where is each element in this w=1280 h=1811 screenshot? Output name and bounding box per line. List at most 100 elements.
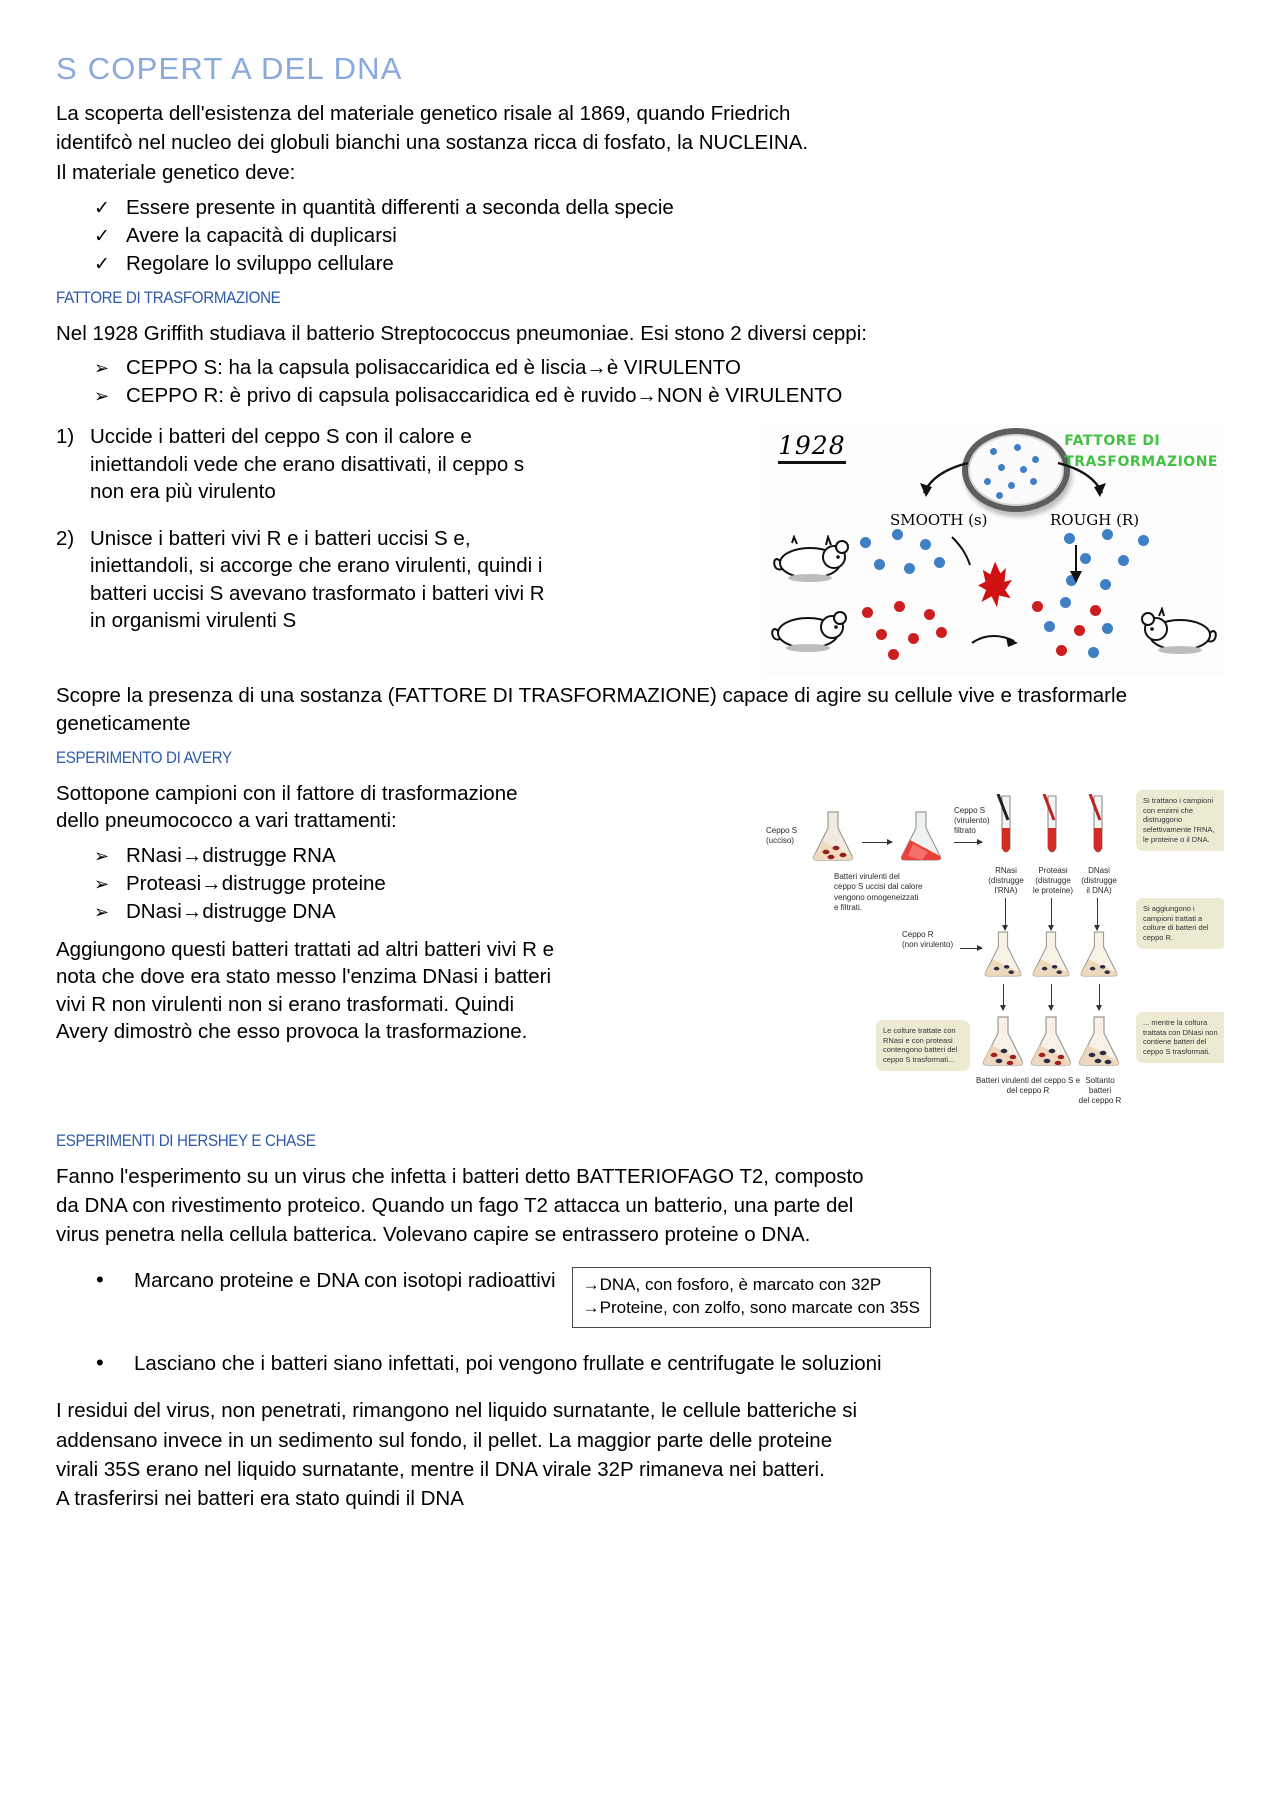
flask-r-1-icon: [984, 931, 1022, 977]
blue-bacteria-dots-left: [858, 529, 966, 585]
label-result-center: Batteri virulenti del ceppo S e del cepp…: [975, 1075, 1081, 1095]
section1-conclusion: Scopre la presenza di una sostanza (FATT…: [56, 682, 1224, 737]
list-item-label: Avere la capacità di duplicarsi: [126, 223, 397, 247]
list-item-label: CEPPO S: ha la capsula polisaccaridica e…: [126, 355, 741, 379]
list-item-label: Lasciano che i batteri siano infettati, …: [134, 1351, 882, 1375]
list-item-label: Essere presente in quantità differenti a…: [126, 195, 674, 219]
arrow-down-icon-2: [1048, 897, 1054, 931]
test-tube-dnasi-icon: [1088, 793, 1103, 853]
arrow-down-icon-3: [1094, 897, 1100, 931]
list-item: ➢ Proteasi→distrugge proteine: [94, 870, 556, 898]
bullet-dot-icon: •: [96, 1349, 104, 1375]
flask-result-3-icon: [1078, 1016, 1120, 1066]
label-dnasi: DNasi (distrugge il DNA): [1081, 865, 1117, 895]
arrow-right-icon: [862, 838, 893, 845]
arrowhead-bullet-icon: ➢: [94, 385, 110, 406]
section1-intro: Nel 1928 Griffith studiava il batterio S…: [56, 322, 867, 346]
intro-line-2: identifcò nel nucleo dei globuli bianchi…: [56, 131, 809, 155]
step-label: Unisce i batteri vivi R e i batteri ucci…: [90, 527, 545, 632]
label-result-right: Soltanto batteri del ceppo R: [1078, 1075, 1122, 1105]
callout-mid: Si aggiungono i campioni trattati a colt…: [1136, 897, 1224, 949]
label-proteasi: Proteasi (distrugge le proteine): [1032, 865, 1074, 895]
avery-intro: Sottopone campioni con il fattore di tra…: [56, 781, 518, 833]
step-label: Uccide i batteri del ceppo S con il calo…: [90, 425, 525, 503]
petri-dish-icon: [962, 428, 1070, 513]
arrow-right-icon-3: [960, 944, 983, 951]
flask-r-2-icon: [1032, 931, 1070, 977]
arrow-down-icon: [1070, 545, 1082, 584]
list-item: Uccide i batteri del ceppo S con il calo…: [56, 423, 556, 505]
list-item-label: RNasi→distrugge RNA: [126, 844, 336, 868]
hershey-bullets: • Marcano proteine e DNA con isotopi rad…: [56, 1267, 556, 1299]
list-item: • Marcano proteine e DNA con isotopi rad…: [96, 1267, 556, 1295]
list-item: ➢ DNasi→distrugge DNA: [94, 898, 556, 926]
hershey-line-1: Fanno l'esperimento su un virus che infe…: [56, 1164, 864, 1188]
arrow-to-flame-icon: [951, 536, 971, 566]
callout-left: Le colture trattate con RNasi e con prot…: [876, 1019, 970, 1071]
red-bacteria-dots-left: [858, 601, 962, 661]
section-heading-hershey: ESPERIMENTI DI HERSHEY E CHASE: [56, 1131, 316, 1150]
conclusion-text: Scopre la presenza di una sostanza (FATT…: [56, 684, 1127, 735]
numbered-steps-list: Uccide i batteri del ceppo S con il calo…: [56, 423, 556, 634]
page-title: S COPERT A DEL DNA: [56, 51, 403, 86]
mouse-icon: [771, 611, 847, 653]
section-heading-fattore: FATTORE DI TRASFORMAZIONE: [56, 289, 281, 308]
callout-bottom: ... mentre la coltura trattata con DNasi…: [1136, 1011, 1224, 1063]
bullet-dot-icon: •: [96, 1266, 104, 1292]
label-batteri-virulenti-note: Batteri virulenti del ceppo S uccisi dal…: [834, 871, 923, 913]
arrow-right-icon-2: [954, 838, 983, 845]
arrow-down-icon-4: [1000, 983, 1006, 1011]
list-item-label: Marcano proteine e DNA con isotopi radio…: [134, 1268, 556, 1292]
check-icon: ✓: [94, 225, 110, 247]
label-ceppo-s-filtrato: Ceppo S (virulento) filtrato: [954, 805, 990, 835]
arrowhead-bullet-icon: ➢: [94, 874, 110, 895]
hershey-bullet-row-1: • Marcano proteine e DNA con isotopi rad…: [56, 1266, 1224, 1328]
list-item-label: Regolare lo sviluppo cellulare: [126, 251, 394, 275]
closing-line-4: A trasferirsi nei batteri era stato quin…: [56, 1487, 464, 1511]
arrow-down-icon-6: [1096, 983, 1102, 1011]
callout-top: Si trattano i campioni con enzimi che di…: [1136, 789, 1224, 851]
list-item-label: DNasi→distrugge DNA: [126, 900, 336, 924]
list-item: ✓ Essere presente in quantità differenti…: [94, 194, 1224, 222]
curved-arrow-left-icon: [920, 462, 969, 498]
griffith-steps: Uccide i batteri del ceppo S con il calo…: [56, 423, 556, 654]
label-ceppo-s-ucciso: Ceppo S (ucciso): [766, 825, 798, 845]
flask-result-2-icon: [1030, 1016, 1072, 1066]
griffith-experiment-figure: 1928 FATTORE DI TRASFORMAZIONE: [762, 423, 1224, 677]
arrow-down-icon-1: [1002, 897, 1008, 931]
check-icon: ✓: [94, 253, 110, 275]
arrow-right-icon: [971, 635, 1018, 648]
blue-bacteria-dots-right: [1062, 529, 1182, 595]
list-item-label: CEPPO R: è privo di capsula polisaccarid…: [126, 383, 843, 407]
curved-arrow-right-icon: [1057, 462, 1106, 498]
isotope-callout-box: →DNA, con fosforo, è marcato con 32P →Pr…: [571, 1266, 931, 1328]
closing-line-3: virali 35S erano nel liquido surnatante,…: [56, 1457, 825, 1481]
griffith-figure-wrapper: 1928 FATTORE DI TRASFORMAZIONE: [566, 423, 1224, 677]
list-item: Unisce i batteri vivi R e i batteri ucci…: [56, 525, 556, 634]
avery-block: Sottopone campioni con il fattore di tra…: [56, 779, 1224, 1118]
hershey-line-3: virus penetra nella cellula batterica. V…: [56, 1223, 811, 1247]
avery-text: Sottopone campioni con il fattore di tra…: [56, 780, 556, 1047]
hershey-line-2: da DNA con rivestimento proteico. Quando…: [56, 1194, 854, 1218]
label-ceppo-r: Ceppo R (non virulento): [902, 929, 954, 949]
isotope-line-1: →DNA, con fosforo, è marcato con 32P: [582, 1274, 882, 1294]
list-item: ➢ CEPPO S: ha la capsula polisaccaridica…: [94, 354, 1224, 382]
green-label-line-2: TRASFORMAZIONE: [1064, 454, 1218, 471]
mouse-icon: [773, 535, 849, 583]
isotope-line-2: →Proteine, con zolfo, sono marcate con 3…: [582, 1297, 920, 1317]
arrowhead-bullet-icon: ➢: [94, 902, 110, 923]
section-heading-avery: ESPERIMENTO DI AVERY: [56, 748, 232, 767]
test-tube-rnasi-icon: [996, 793, 1011, 853]
intro-line-3: Il materiale genetico deve:: [56, 160, 296, 184]
list-item: • Lasciano che i batteri siano infettati…: [96, 1350, 1224, 1378]
figure-year-label: 1928: [778, 431, 846, 465]
caption-rough: ROUGH (R): [1050, 511, 1140, 530]
intro-line-1: La scoperta dell'esistenza del materiale…: [56, 102, 791, 126]
closing-line-1: I residui del virus, non penetrati, rima…: [56, 1399, 858, 1423]
list-item: ➢ CEPPO R: è privo di capsula polisaccar…: [94, 382, 1224, 410]
avery-experiment-figure: Ceppo S (ucciso) Batteri virulenti del c…: [764, 779, 1224, 1118]
intro-paragraph: La scoperta dell'esistenza del materiale…: [56, 100, 1224, 186]
avery-figure-wrapper: Ceppo S (ucciso) Batteri virulenti del c…: [566, 779, 1224, 1118]
flask-result-1-icon: [982, 1016, 1024, 1066]
